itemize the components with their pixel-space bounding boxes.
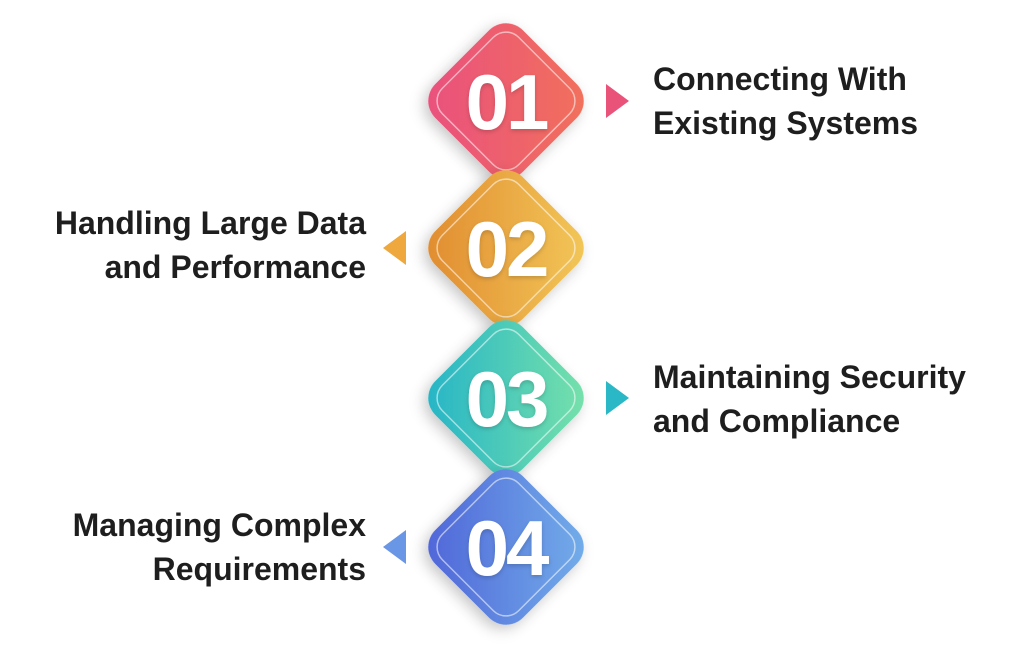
step-01-number: 01	[466, 58, 548, 146]
step-01-arrow-icon	[606, 84, 629, 118]
step-02-title-line-1: Handling Large Data	[54, 205, 366, 241]
step-02-diamond-outline	[436, 178, 576, 318]
step-01-title-line-1: Connecting With	[653, 61, 907, 97]
step-03-title-line-2: and Compliance	[653, 403, 901, 439]
step-03-arrow-icon	[606, 381, 629, 415]
step-03-diamond-outline	[436, 328, 576, 468]
step-01-title-line-2: Existing Systems	[653, 105, 918, 141]
step-01-diamond	[428, 23, 584, 179]
step-03-title: Maintaining Security and Compliance	[653, 355, 966, 443]
step-01: 01	[428, 23, 629, 179]
step-03: 03	[428, 320, 629, 476]
step-04-number: 04	[466, 504, 549, 592]
step-02-title-line-2: and Performance	[104, 249, 366, 285]
step-02-title: Handling Large Data and Performance	[55, 201, 366, 289]
step-02-arrow-icon	[383, 231, 406, 265]
step-04-title: Managing Complex Requirements	[73, 503, 366, 591]
step-01-diamond-outline	[436, 31, 576, 171]
step-04-title-line-1: Managing Complex	[72, 507, 366, 543]
step-02-diamond	[428, 170, 584, 326]
step-02: 02	[383, 170, 584, 326]
step-03-diamond	[428, 320, 584, 476]
step-04-arrow-icon	[383, 530, 406, 564]
step-04-diamond-outline	[436, 477, 576, 617]
step-03-number: 03	[466, 355, 547, 443]
step-02-number: 02	[466, 205, 547, 293]
step-04-title-line-2: Requirements	[152, 551, 366, 587]
step-01-title: Connecting With Existing Systems	[653, 57, 918, 145]
step-04-diamond	[428, 469, 584, 625]
step-04: 04	[383, 469, 584, 625]
step-03-title-line-1: Maintaining Security	[653, 359, 966, 395]
